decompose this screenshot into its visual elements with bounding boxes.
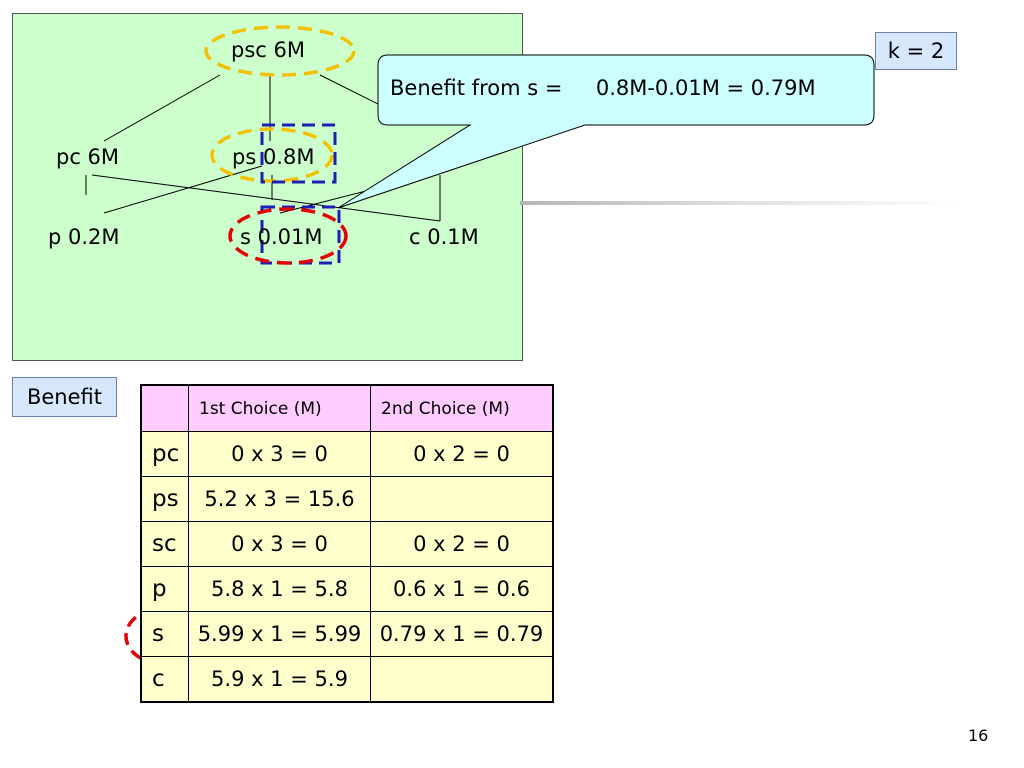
divider-line	[520, 201, 960, 205]
table-row: p 5.8 x 1 = 5.8 0.6 x 1 = 0.6	[140, 566, 554, 612]
callout-bubble	[337, 54, 875, 209]
blue-box-ps	[260, 123, 337, 184]
second-choice-cell: 0 x 2 = 0	[370, 521, 554, 567]
row-label: pc	[140, 431, 189, 477]
first-choice-cell: 0 x 3 = 0	[188, 431, 371, 477]
table-header-row: 1st Choice (M) 2nd Choice (M)	[140, 384, 554, 432]
header-corner	[140, 384, 189, 432]
second-choice-cell: 0.6 x 1 = 0.6	[370, 566, 554, 612]
second-choice-cell	[370, 656, 554, 703]
row-label: p	[140, 566, 189, 612]
second-choice-cell: 0.79 x 1 = 0.79	[370, 611, 554, 657]
first-choice-cell: 5.2 x 3 = 15.6	[188, 476, 371, 522]
page-number: 16	[968, 726, 989, 745]
table-row: c 5.9 x 1 = 5.9	[140, 656, 554, 703]
red-circle-s	[228, 207, 348, 265]
row-label: sc	[140, 521, 189, 567]
node-ps: ps 0.8M	[232, 145, 315, 169]
table-row: sc 0 x 3 = 0 0 x 2 = 0	[140, 521, 554, 567]
header-first-choice: 1st Choice (M)	[188, 384, 371, 432]
callout-formula: 0.8M-0.01M = 0.79M	[595, 76, 816, 100]
table-row: s 5.99 x 1 = 5.99 0.79 x 1 = 0.79	[140, 611, 554, 657]
row-label: ps	[140, 476, 189, 522]
row-label: s	[140, 611, 189, 657]
callout-text: Benefit from s = 0.8M-0.01M = 0.79M	[390, 76, 816, 100]
header-second-choice: 2nd Choice (M)	[370, 384, 554, 432]
node-p: p 0.2M	[48, 225, 120, 249]
k-value-box: k = 2	[875, 32, 957, 70]
edge-pc-c	[91, 174, 441, 222]
node-psc: psc 6M	[231, 38, 305, 62]
first-choice-cell: 0 x 3 = 0	[188, 521, 371, 567]
second-choice-cell: 0 x 2 = 0	[370, 431, 554, 477]
edge-psc-pc	[103, 74, 221, 142]
benefit-table: 1st Choice (M) 2nd Choice (M) pc 0 x 3 =…	[140, 384, 554, 703]
yellow-circle-psc	[204, 25, 356, 77]
node-c: c 0.1M	[409, 225, 479, 249]
edge-ps-p	[103, 165, 263, 214]
first-choice-cell: 5.99 x 1 = 5.99	[188, 611, 371, 657]
callout-label: Benefit from s =	[390, 76, 563, 100]
node-s: s 0.01M	[240, 225, 323, 249]
first-choice-cell: 5.9 x 1 = 5.9	[188, 656, 371, 703]
second-choice-cell	[370, 476, 554, 522]
first-choice-cell: 5.8 x 1 = 5.8	[188, 566, 371, 612]
benefit-label-box: Benefit	[12, 377, 117, 417]
table-row: ps 5.2 x 3 = 15.6	[140, 476, 554, 522]
table-row: pc 0 x 3 = 0 0 x 2 = 0	[140, 431, 554, 477]
node-pc: pc 6M	[56, 145, 120, 169]
row-label: c	[140, 656, 189, 703]
